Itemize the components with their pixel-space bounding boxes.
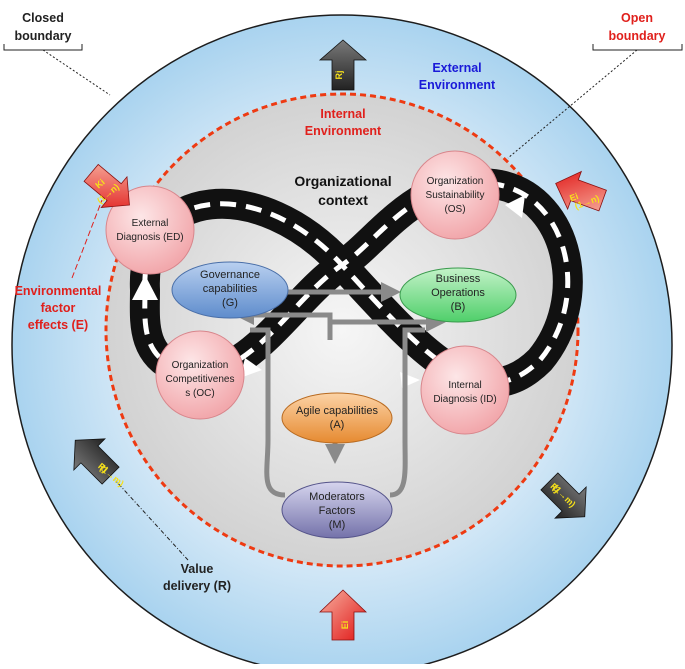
agile-capabilities-node <box>281 392 393 444</box>
rj-arrow-left <box>73 438 120 485</box>
context-line2: context <box>318 192 368 208</box>
gov-line3: (G) <box>222 297 238 309</box>
id-line1: Internal <box>448 380 481 391</box>
os-line2: Sustainability <box>426 190 485 201</box>
agile-line1: Agile capabilities <box>296 405 378 417</box>
env-factor-line1: Environmental <box>15 284 102 298</box>
ki-arrow <box>83 163 130 208</box>
id-line2: Diagnosis (ID) <box>433 394 496 405</box>
gov-line1: Governance <box>200 269 260 281</box>
mod-line1: Moderators <box>309 491 365 503</box>
value-delivery-leader <box>114 479 189 561</box>
mod-line3: (M) <box>329 519 346 531</box>
os-line1: Organization <box>427 176 484 187</box>
open-boundary-leader <box>507 49 638 159</box>
internal-env-line1: Internal <box>320 107 365 121</box>
mod-line2: Factors <box>319 505 356 517</box>
rj-top-label: Rj <box>334 71 344 80</box>
ed-line1: External <box>132 218 169 229</box>
open-boundary-bracket <box>592 44 683 51</box>
ed-line2: Diagnosis (ED) <box>116 232 183 243</box>
env-factor-line3: effects (E) <box>28 318 88 332</box>
env-factor-leader <box>71 199 103 279</box>
closed-boundary-leader <box>42 49 111 96</box>
ei-arrow-bottom: Ei <box>319 589 367 641</box>
external-env-line2: Environment <box>419 78 496 92</box>
organization-competitiveness-node <box>155 330 245 420</box>
capability-connectors <box>234 282 446 498</box>
ei-bottom-label: Ei <box>340 621 350 630</box>
closed-boundary-line1: Closed <box>22 11 64 25</box>
bus-line2: Operations <box>431 287 485 299</box>
closed-boundary-bracket <box>3 44 83 51</box>
oc-line1: Organization <box>172 360 229 371</box>
open-boundary-line1: Open <box>621 11 653 25</box>
open-boundary-line2: boundary <box>609 29 666 43</box>
external-env-line1: External <box>432 61 481 75</box>
ei-arrow-right <box>555 170 607 212</box>
os-line3: (OS) <box>444 204 465 215</box>
internal-env-line2: Environment <box>305 124 382 138</box>
context-line1: Organizational <box>294 173 391 189</box>
rj-arrow-top: Rj <box>318 39 368 91</box>
gov-line2: capabilities <box>203 283 258 295</box>
value-delivery-line1: Value <box>181 562 214 576</box>
rj-arrow-right <box>540 472 587 519</box>
moderators-factors-node <box>281 481 393 539</box>
bus-line3: (B) <box>451 301 466 313</box>
value-delivery-line2: delivery (R) <box>163 579 231 593</box>
governance-capabilities-node <box>171 261 289 319</box>
agile-line2: (A) <box>330 419 345 431</box>
internal-diagnosis-node <box>420 345 510 435</box>
business-operations-node <box>399 267 517 323</box>
closed-boundary-line2: boundary <box>15 29 72 43</box>
external-diagnosis-node <box>105 185 195 275</box>
env-factor-line2: factor <box>41 301 76 315</box>
bus-line1: Business <box>436 273 481 285</box>
oc-line3: s (OC) <box>185 388 214 399</box>
organization-sustainability-node <box>410 150 500 240</box>
ei-right-label: Ei <box>568 191 579 203</box>
oc-line2: Competitivenes <box>166 374 235 385</box>
